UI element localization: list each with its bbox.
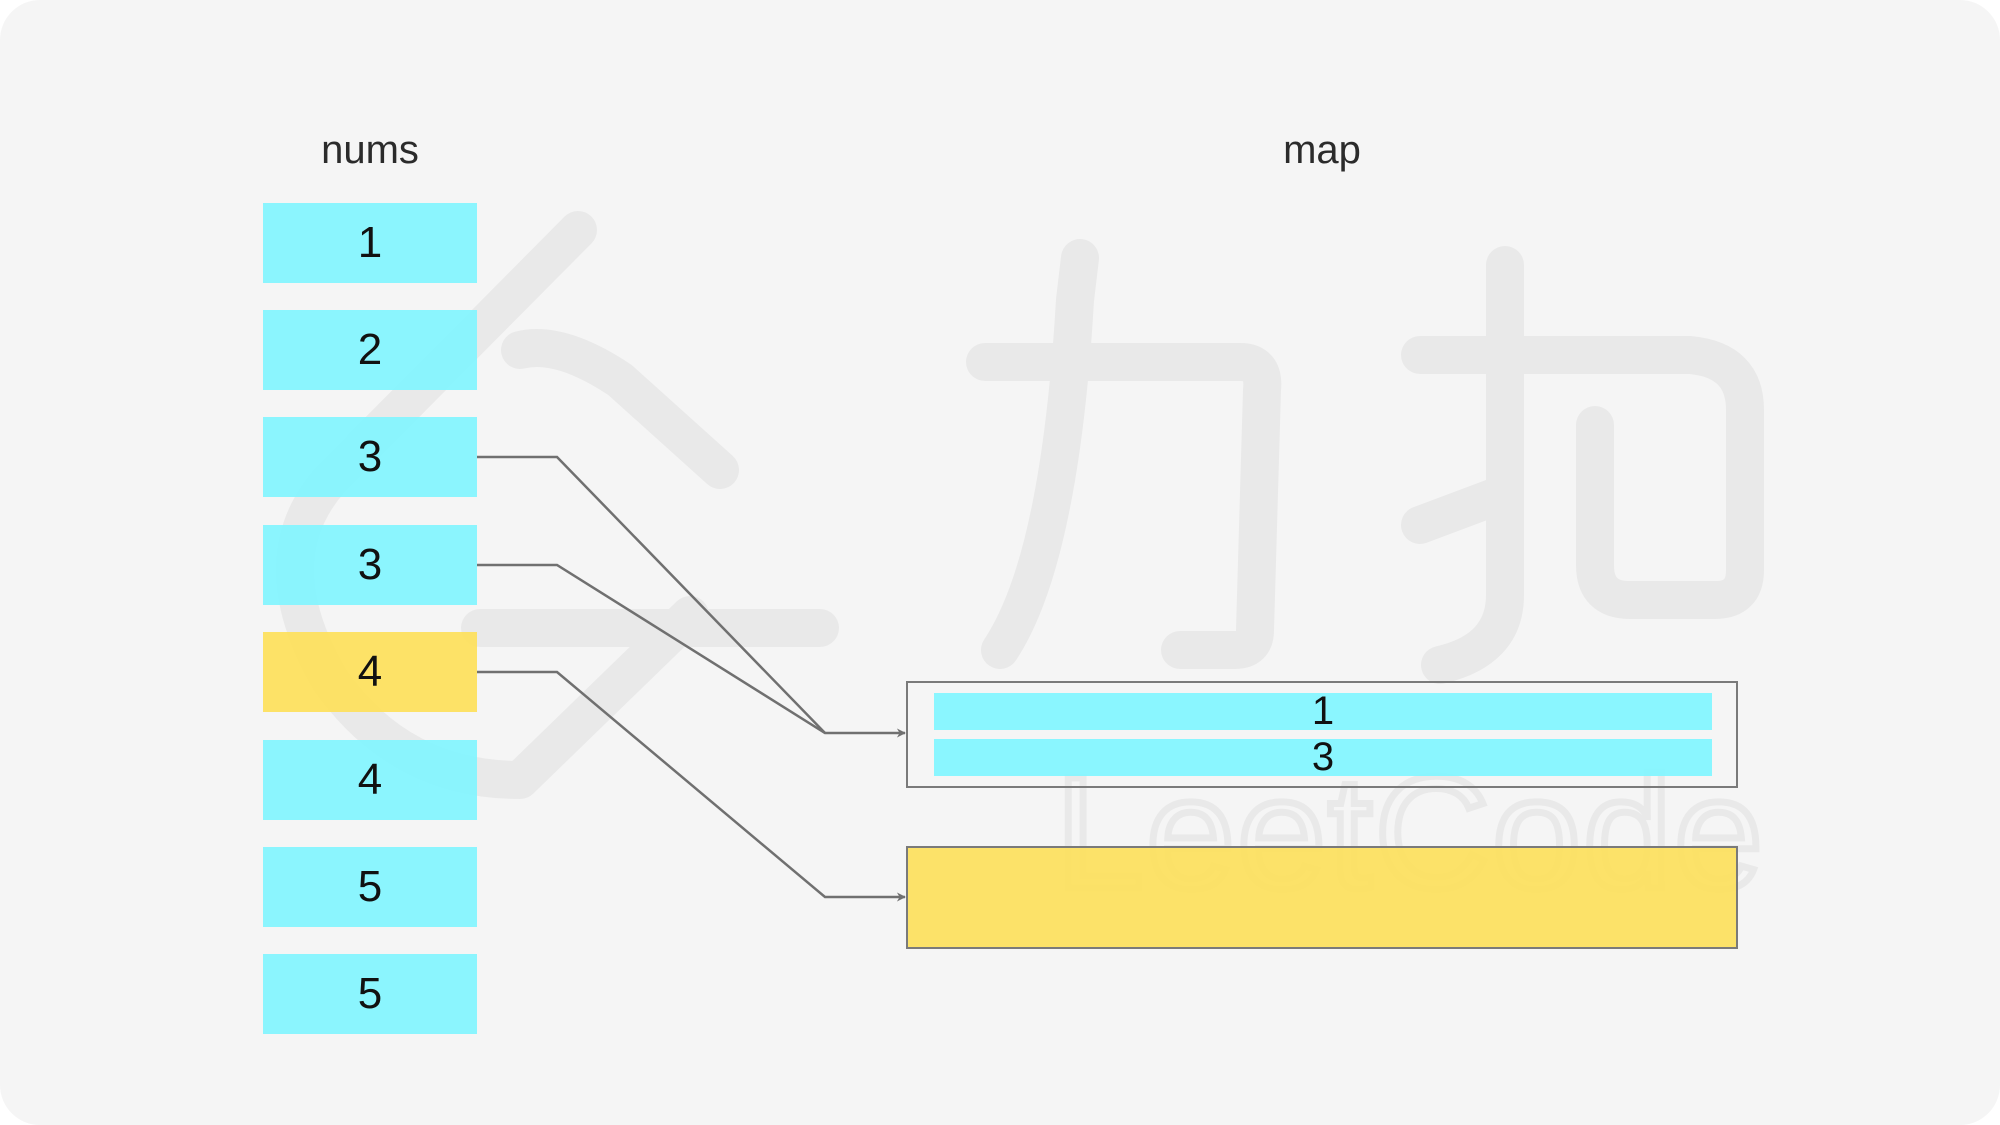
nums-cell: 5: [263, 954, 477, 1034]
nums-cell: 4: [263, 740, 477, 820]
nums-cell: 3: [263, 525, 477, 605]
map-bucket: 1 3: [906, 681, 1738, 788]
nums-cell: 1: [263, 203, 477, 283]
map-title: map: [1283, 128, 1361, 172]
nums-cell: 5: [263, 847, 477, 927]
map-entry: 1: [934, 689, 1712, 733]
nums-cell: 3: [263, 417, 477, 497]
map-entry: 3: [934, 735, 1712, 779]
map-bucket-highlighted: [906, 846, 1738, 949]
nums-title: nums: [321, 128, 419, 172]
nums-cell: 2: [263, 310, 477, 390]
nums-cell-highlighted: 4: [263, 632, 477, 712]
